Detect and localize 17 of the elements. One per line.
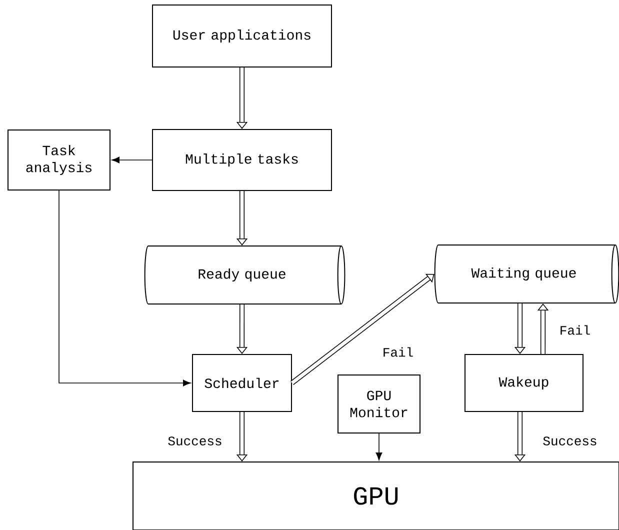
edge-label: Success	[542, 436, 598, 446]
arrow	[112, 156, 152, 164]
arrow	[290, 274, 434, 386]
edge-label: Fail	[381, 346, 415, 358]
process-box: Multiple tasks	[152, 129, 332, 191]
process-box: Wakeup	[464, 354, 584, 412]
edge-label: Success	[166, 436, 224, 446]
arrow	[376, 433, 382, 460]
process-box: GPU Monitor	[338, 374, 420, 434]
queue-cylinder: Ready queue	[144, 246, 346, 304]
process-box: Scheduler	[192, 354, 292, 412]
arrow	[58, 190, 191, 386]
queue-cylinder: Waiting queue	[434, 244, 619, 304]
process-box: User applications	[152, 4, 332, 68]
process-box: GPU	[132, 462, 619, 530]
process-box: Task analysis	[8, 130, 110, 190]
edge-label: Fail	[558, 324, 592, 336]
